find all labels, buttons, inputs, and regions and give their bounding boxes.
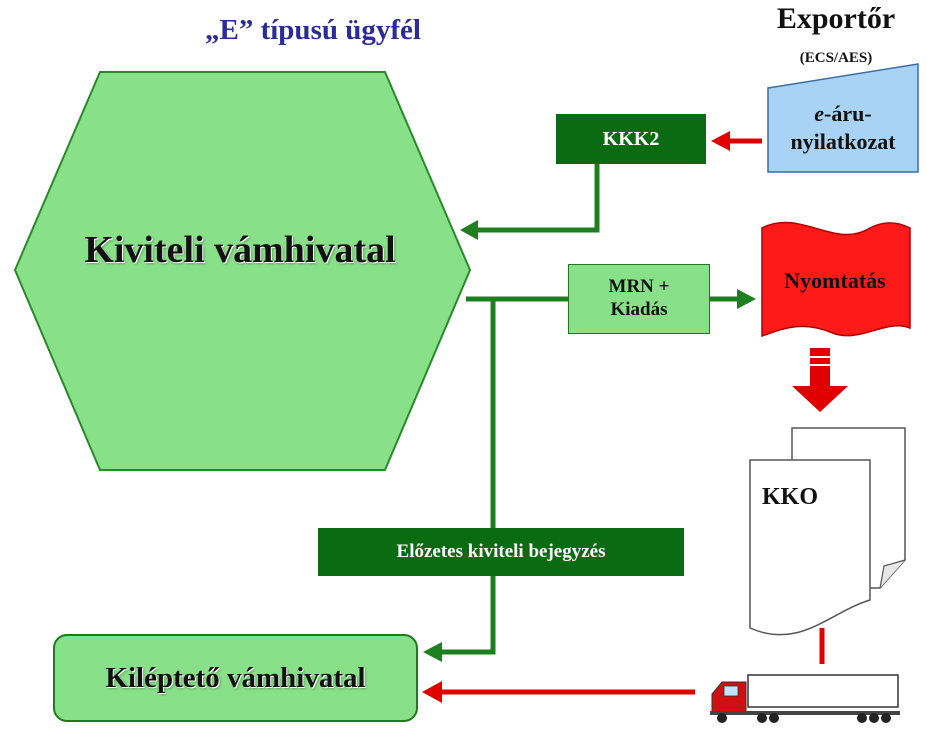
e-prefix: e <box>814 101 825 126</box>
exporter-title: Exportőr <box>776 2 896 35</box>
arrow-truck-to-kilepteto <box>422 681 695 703</box>
e-line1: -áru- <box>824 101 872 126</box>
arrow-edecl-to-kkk2 <box>711 131 762 151</box>
kiviteli-label: Kiviteli vámhivatal <box>84 229 396 271</box>
arrow-mrn-to-nyomtatas <box>708 289 756 309</box>
kilepteto-box: Kiléptető vámhivatal <box>53 634 418 722</box>
kkk2-label: KKK2 <box>602 127 660 150</box>
exporter-system: (ECS/AES) <box>799 50 873 66</box>
kkk2-box: KKK2 <box>556 114 706 164</box>
arrow-kiviteli-to-kilepteto <box>423 299 496 662</box>
e-line2: nyilatkozat <box>790 128 896 154</box>
elozetes-label: Előzetes kiviteli bejegyzés <box>396 541 606 562</box>
nyomtatas-label: Nyomtatás <box>784 268 886 293</box>
arrow-kkk2-to-kiviteli <box>460 164 600 240</box>
e-declaration-shape <box>767 63 919 173</box>
truck-icon <box>710 674 900 723</box>
kko-label: KKO <box>762 484 819 510</box>
mrn-line1: MRN + <box>608 276 670 298</box>
kilepteto-label: Kiléptető vámhivatal <box>105 661 366 694</box>
e-declaration-label: e-áru- nyilatkozat <box>768 100 918 155</box>
mrn-line2: Kiadás <box>610 299 668 320</box>
mrn-box: MRN + Kiadás <box>568 264 710 334</box>
document-stack-icon <box>749 427 906 636</box>
page-title: „E” típusú ügyfél <box>205 14 421 46</box>
arrow-nyomtatas-to-kko <box>792 348 848 412</box>
elozetes-box: Előzetes kiviteli bejegyzés <box>318 528 684 576</box>
kiviteli-hexagon <box>13 71 472 471</box>
printout-banner-icon <box>761 221 911 338</box>
